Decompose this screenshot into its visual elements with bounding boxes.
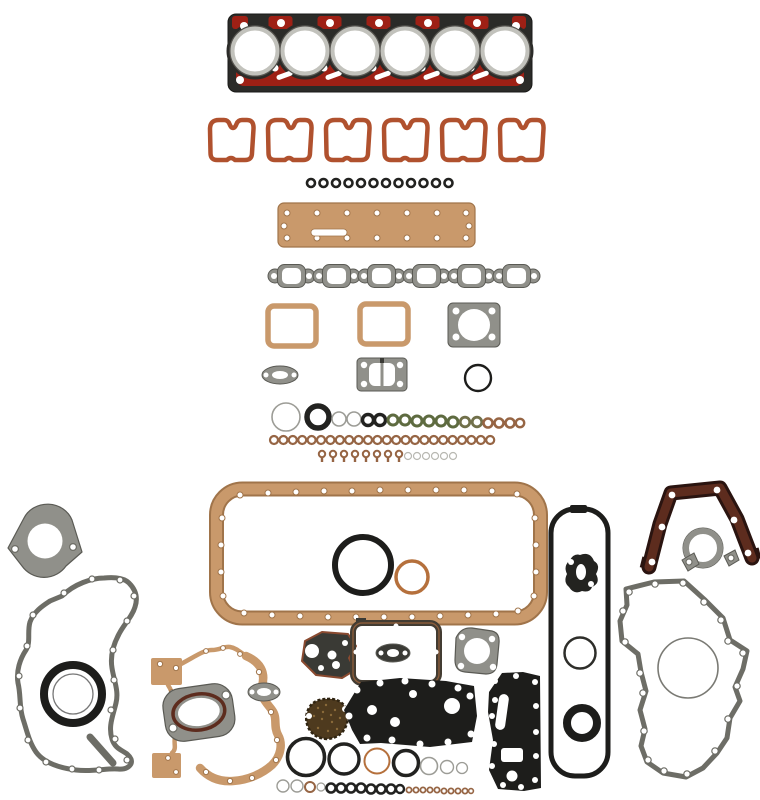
front-cover-gasket (15, 575, 139, 774)
side-cover-gasket (548, 505, 611, 779)
oil-drain-gasket (261, 365, 299, 385)
exhaust-manifold-gaskets (267, 264, 541, 288)
washer-rings (403, 451, 458, 461)
shield-gasket (454, 627, 500, 675)
oil-cooler-cover-gasket (344, 677, 477, 748)
seal-row-2 (268, 434, 496, 446)
round-port-gasket (447, 302, 501, 348)
small-oval-gasket (375, 643, 411, 663)
cork-gasket (305, 697, 350, 741)
sealing-ring-thick (563, 704, 601, 742)
water-inlet-gasket (681, 527, 740, 572)
copper-port-gaskets (268, 304, 408, 346)
bottom-ring-row-2 (276, 779, 475, 795)
fuel-pump-gasket (565, 553, 599, 593)
bottom-ring-row-1 (285, 736, 469, 778)
crankshaft-seal (40, 661, 106, 727)
sealing-ring-thin (563, 636, 597, 670)
injector-seals (305, 177, 454, 189)
oil-cooler-plate-gasket (488, 672, 541, 791)
crank-o-ring-copper (394, 559, 430, 595)
seal-row-1 (271, 402, 526, 432)
head-gasket (226, 13, 534, 93)
thermostat-gasket (7, 503, 83, 578)
large-o-ring (463, 363, 493, 393)
small-flange-gasket (247, 682, 281, 702)
valve-cover-gaskets (210, 120, 544, 160)
turbo-mount-gasket (356, 357, 408, 392)
rear-seal-housing-gasket (639, 480, 760, 575)
exhaust-outlet-gasket (162, 683, 236, 742)
rear-cover-gasket (617, 578, 750, 780)
crank-o-ring-black (332, 534, 394, 596)
intake-cover-gasket (277, 202, 476, 248)
oil-cooler-element-gasket (301, 631, 357, 679)
oil-pan-gasket (209, 481, 548, 626)
washer-screws (317, 449, 404, 462)
